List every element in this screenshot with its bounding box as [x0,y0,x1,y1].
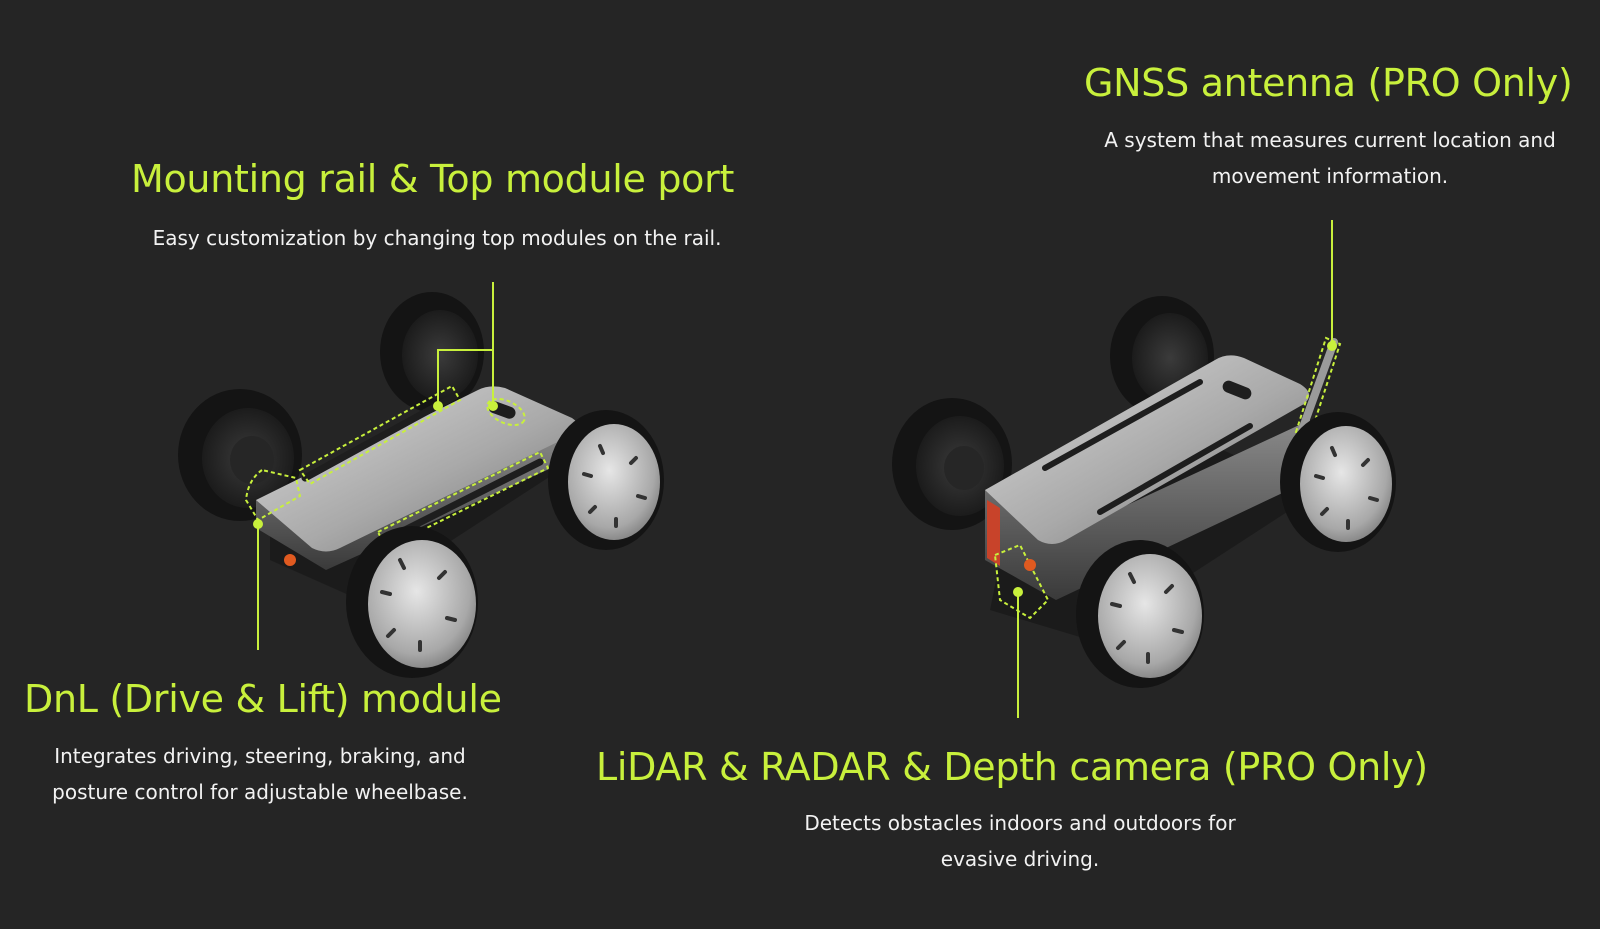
lidar-desc-line2: evasive driving. [940,847,1100,871]
gnss-title: GNSS antenna (PRO Only) [1084,61,1573,105]
front-left-wheel [1076,540,1204,688]
right-robot [892,220,1396,718]
mounting-desc: Easy customization by changing top modul… [152,226,722,250]
dnl-desc: Integrates driving, steering, braking, a… [20,738,500,810]
callout-dot [488,401,498,411]
lidar-desc-line1: Detects obstacles indoors and outdoors f… [804,811,1236,835]
dnl-title: DnL (Drive & Lift) module [24,677,502,721]
front-left-wheel [346,526,478,678]
gnss-desc-line1: A system that measures current location … [1104,128,1556,152]
gnss-desc: A system that measures current location … [1070,122,1590,194]
back-left-wheel [892,398,1012,530]
left-robot [178,282,664,678]
mounting-title: Mounting rail & Top module port [131,157,735,201]
callout-dot [1013,587,1023,597]
dnl-desc-line1: Integrates driving, steering, braking, a… [54,744,466,768]
callout-dot [433,401,443,411]
gnss-desc-line2: movement information. [1211,164,1449,188]
front-right-wheel [1280,412,1396,552]
lidar-title: LiDAR & RADAR & Depth camera (PRO Only) [596,745,1428,789]
mounting-callout-lines [257,282,494,650]
callout-dot [1327,341,1337,351]
lidar-desc: Detects obstacles indoors and outdoors f… [760,805,1280,877]
right-callout-lines [1017,220,1333,718]
back-right-wheel [380,292,484,412]
front-right-wheel [548,410,664,550]
back-left-wheel [178,389,302,521]
dnl-desc-line2: posture control for adjustable wheelbase… [52,780,468,804]
callout-dot [253,519,263,529]
